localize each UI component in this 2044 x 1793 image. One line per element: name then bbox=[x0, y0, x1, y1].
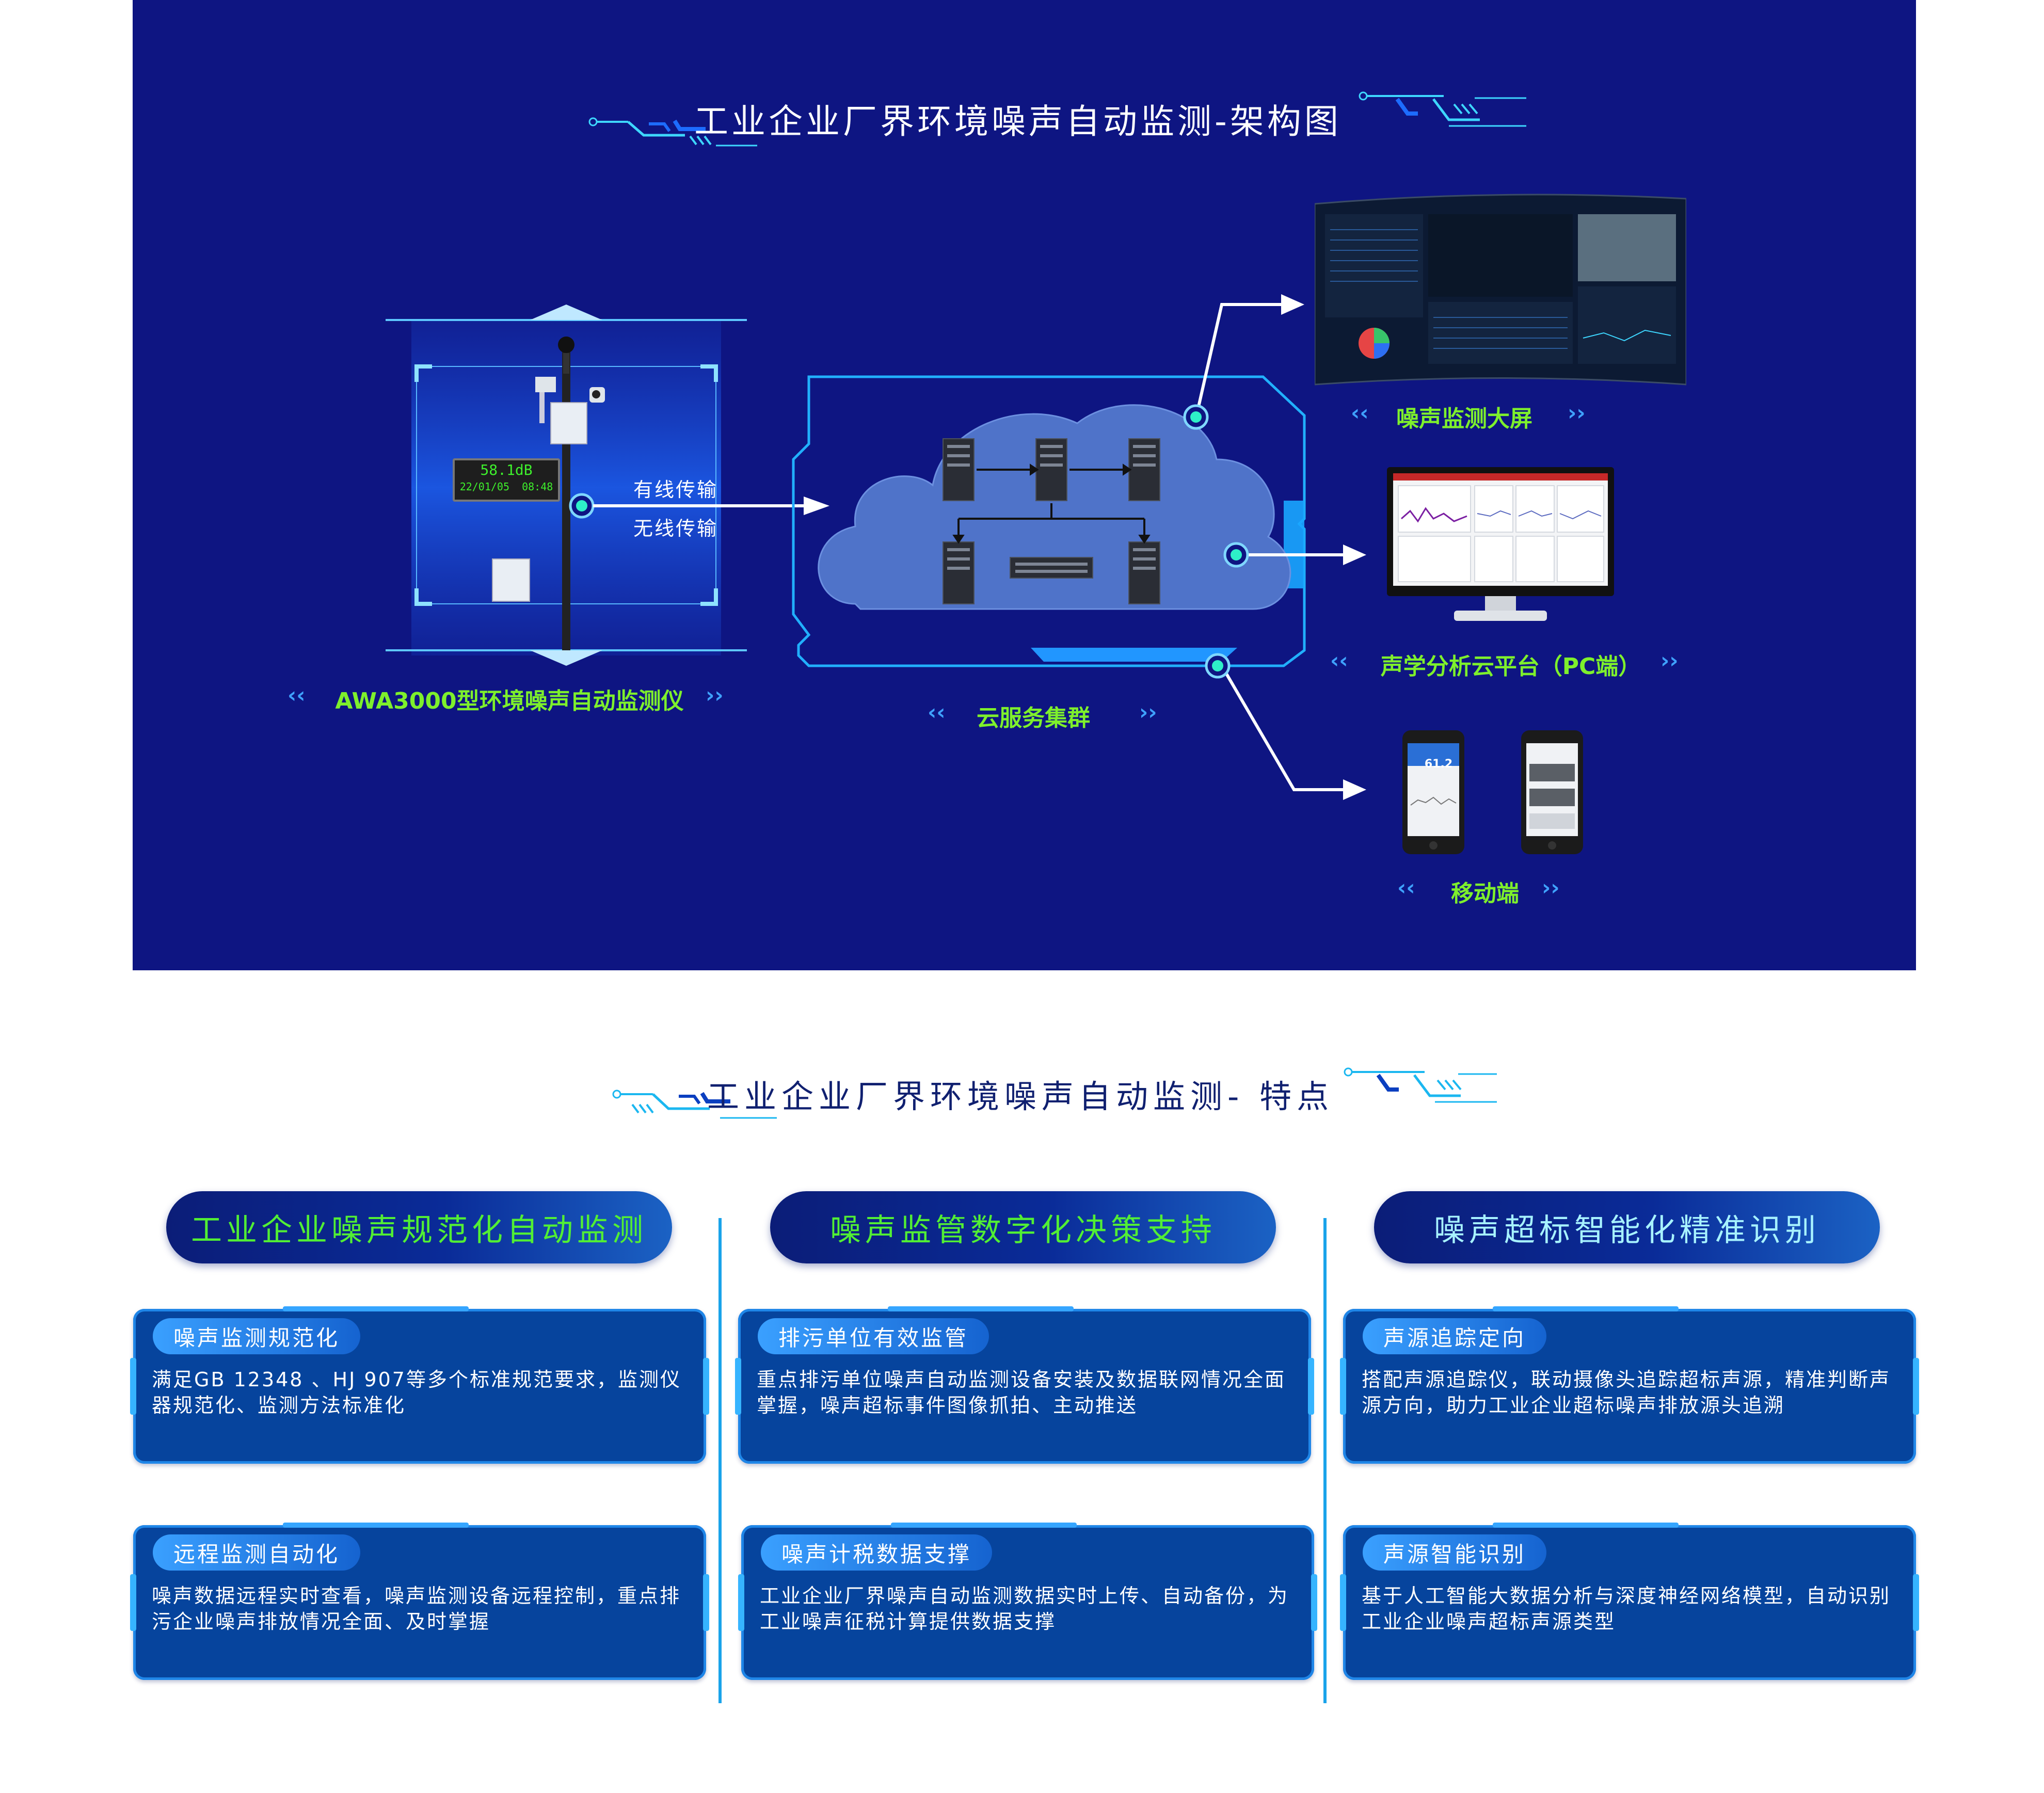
pc-monitor-image bbox=[1387, 467, 1614, 621]
feature-heading-2: 噪声监管数字化决策支持 bbox=[770, 1191, 1276, 1263]
feature-card-tag: 声源智能识别 bbox=[1363, 1534, 1547, 1571]
feature-card: 排污单位有效监管 重点排污单位噪声自动监测设备安装及数据联网情况全面掌握，噪声超… bbox=[735, 1306, 1314, 1464]
cloud-label-right-icon: ›› bbox=[1139, 699, 1157, 725]
device-label: AWA3000型环境噪声自动监测仪 bbox=[335, 688, 684, 714]
server-cluster bbox=[943, 438, 1160, 604]
big-screen-label-left-icon: ‹‹ bbox=[1351, 400, 1369, 425]
feature-card-text: 搭配声源追踪仪，联动摄像头追踪超标声源，精准判断声源方向，助力工业企业超标噪声排… bbox=[1362, 1368, 1891, 1417]
big-screen-image bbox=[1315, 194, 1686, 386]
feature-card: 远程监测自动化 噪声数据远程实时查看，噪声监测设备远程控制，重点排污企业噪声排放… bbox=[130, 1523, 709, 1680]
output-connectors bbox=[1183, 294, 1366, 800]
card-side-accent bbox=[1311, 1574, 1317, 1631]
mobile-phones-image bbox=[1402, 730, 1583, 854]
device-led-display: 58.1dB 22/01/05 08:48 bbox=[453, 458, 560, 502]
cloud-label-left-icon: ‹‹ bbox=[928, 699, 946, 725]
device-label-left-icon: ‹‹ bbox=[288, 682, 306, 708]
edge-label-wireless: 无线传输 bbox=[633, 517, 718, 540]
card-top-accent bbox=[1493, 1306, 1679, 1311]
feature-card-tag: 声源追踪定向 bbox=[1363, 1318, 1547, 1354]
feature-card-text: 满足GB 12348 、HJ 907等多个标准规范要求，监测仪器规范化、监测方法… bbox=[152, 1368, 681, 1417]
card-top-accent bbox=[891, 1523, 1077, 1528]
mobile-label-right-icon: ›› bbox=[1542, 875, 1560, 900]
card-side-accent bbox=[1340, 1358, 1346, 1415]
mobile-label-left-icon: ‹‹ bbox=[1397, 875, 1415, 900]
feature-card: 噪声监测规范化 满足GB 12348 、HJ 907等多个标准规范要求，监测仪器… bbox=[130, 1306, 709, 1464]
pc-label: 声学分析云平台（PC端） bbox=[1380, 653, 1641, 680]
card-side-accent bbox=[703, 1358, 709, 1415]
device-lower-box bbox=[492, 558, 530, 602]
card-side-accent bbox=[735, 1358, 741, 1415]
device-connector bbox=[569, 493, 829, 519]
card-top-accent bbox=[283, 1306, 469, 1311]
features-title: 工业企业厂界环境噪声自动监测- 特点 bbox=[707, 1078, 1334, 1115]
card-side-accent bbox=[1913, 1358, 1919, 1415]
big-screen-label-right-icon: ›› bbox=[1568, 400, 1586, 425]
feature-card-text: 重点排污单位噪声自动监测设备安装及数据联网情况全面掌握，噪声超标事件图像抓拍、主… bbox=[757, 1368, 1286, 1417]
feature-card-text: 工业企业厂界噪声自动监测数据实时上传、自动备份，为工业噪声征税计算提供数据支撑 bbox=[760, 1584, 1289, 1633]
column-divider-2 bbox=[1323, 1218, 1327, 1703]
card-top-accent bbox=[283, 1523, 469, 1528]
card-side-accent bbox=[1340, 1574, 1346, 1631]
card-side-accent bbox=[130, 1358, 136, 1415]
card-top-accent bbox=[888, 1306, 1074, 1311]
feature-heading-1: 工业企业噪声规范化自动监测 bbox=[166, 1191, 672, 1263]
feature-card-tag: 远程监测自动化 bbox=[153, 1534, 361, 1571]
architecture-title: 工业企业厂界环境噪声自动监测-架构图 bbox=[694, 102, 1342, 141]
card-side-accent bbox=[1308, 1358, 1314, 1415]
device-display-value: 58.1dB bbox=[480, 461, 533, 478]
features-title-left-decoration bbox=[612, 1090, 777, 1119]
feature-heading-3: 噪声超标智能化精准识别 bbox=[1374, 1191, 1880, 1263]
big-screen-label: 噪声监测大屏 bbox=[1396, 406, 1532, 432]
card-top-accent bbox=[1493, 1523, 1679, 1528]
architecture-panel: 工业企业厂界环境噪声自动监测-架构图 bbox=[133, 0, 1916, 970]
feature-card-tag: 排污单位有效监管 bbox=[758, 1318, 989, 1354]
cloud-label: 云服务集群 bbox=[977, 705, 1090, 731]
feature-card-tag: 噪声监测规范化 bbox=[153, 1318, 361, 1354]
mobile-label: 移动端 bbox=[1451, 881, 1519, 907]
feature-card: 噪声计税数据支撑 工业企业厂界噪声自动监测数据实时上传、自动备份，为工业噪声征税… bbox=[738, 1523, 1317, 1680]
edge-label-wired: 有线传输 bbox=[633, 478, 718, 501]
pc-label-right-icon: ›› bbox=[1660, 648, 1679, 673]
feature-card-text: 噪声数据远程实时查看，噪声监测设备远程控制，重点排污企业噪声排放情况全面、及时掌… bbox=[152, 1584, 681, 1633]
device-label-right-icon: ›› bbox=[706, 682, 724, 708]
card-side-accent bbox=[738, 1574, 744, 1631]
card-side-accent bbox=[1913, 1574, 1919, 1631]
card-side-accent bbox=[703, 1574, 709, 1631]
device-display-datetime: 22/01/05 08:48 bbox=[459, 481, 553, 493]
cloud-cluster-frame bbox=[792, 375, 1306, 667]
feature-card-tag: 噪声计税数据支撑 bbox=[761, 1534, 993, 1571]
title-right-decoration bbox=[1359, 91, 1526, 127]
feature-card-text: 基于人工智能大数据分析与深度神经网络模型，自动识别工业企业噪声超标声源类型 bbox=[1362, 1584, 1891, 1633]
phone-reading: 61.2 bbox=[1424, 758, 1453, 771]
column-divider-1 bbox=[718, 1218, 722, 1703]
features-title-right-decoration bbox=[1344, 1067, 1497, 1103]
feature-card: 声源智能识别 基于人工智能大数据分析与深度神经网络模型，自动识别工业企业噪声超标… bbox=[1340, 1523, 1919, 1680]
feature-card: 声源追踪定向 搭配声源追踪仪，联动摄像头追踪超标声源，精准判断声源方向，助力工业… bbox=[1340, 1306, 1919, 1464]
pc-label-left-icon: ‹‹ bbox=[1330, 648, 1348, 673]
card-side-accent bbox=[130, 1574, 136, 1631]
title-left-decoration bbox=[588, 117, 757, 147]
